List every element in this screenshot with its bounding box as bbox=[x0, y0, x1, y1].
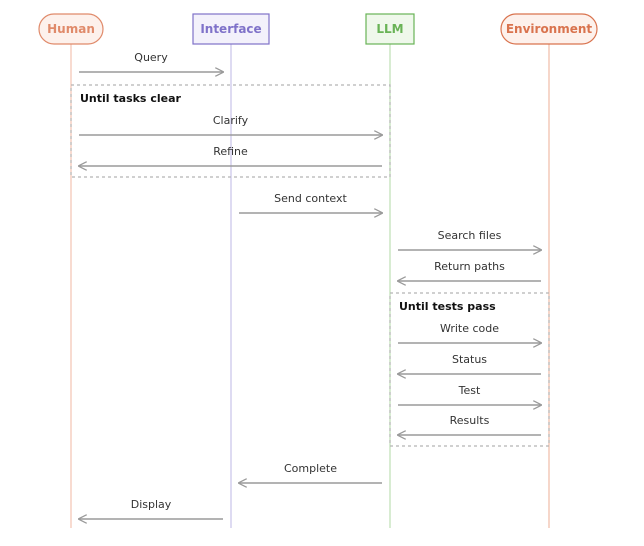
loop-frame-tasks-label: Until tasks clear bbox=[80, 92, 181, 105]
actor-interface: Interface bbox=[192, 13, 270, 45]
actor-interface-label: Interface bbox=[200, 22, 261, 36]
loop-frame-tasks-border bbox=[70, 84, 391, 178]
loop-frame-tests: Until tests pass bbox=[389, 292, 550, 447]
actor-environment: Environment bbox=[500, 13, 598, 45]
message-display: Display bbox=[79, 498, 223, 519]
actor-llm-box bbox=[365, 13, 415, 45]
actor-environment-box bbox=[500, 13, 598, 45]
loop-frame-tests-border bbox=[389, 292, 550, 447]
loop-frame-tests-label: Until tests pass bbox=[399, 300, 496, 313]
message-status: Status bbox=[398, 353, 541, 374]
messages: Query Clarify Refine Send context Search… bbox=[79, 51, 541, 519]
actor-human-box bbox=[38, 13, 104, 45]
message-refine-label: Refine bbox=[213, 145, 248, 158]
message-return-paths-label: Return paths bbox=[434, 260, 505, 273]
message-write-code-label: Write code bbox=[440, 322, 499, 335]
message-search-files-label: Search files bbox=[438, 229, 502, 242]
message-write-code: Write code bbox=[398, 322, 541, 343]
message-results-label: Results bbox=[450, 414, 490, 427]
message-status-label: Status bbox=[452, 353, 487, 366]
actor-human: Human bbox=[38, 13, 104, 45]
message-test: Test bbox=[398, 384, 541, 405]
message-complete-label: Complete bbox=[284, 462, 337, 475]
actor-human-label: Human bbox=[47, 22, 95, 36]
actor-llm: LLM bbox=[365, 13, 415, 45]
message-clarify: Clarify bbox=[79, 114, 382, 135]
message-results: Results bbox=[398, 414, 541, 435]
message-refine: Refine bbox=[79, 145, 382, 166]
message-complete: Complete bbox=[239, 462, 382, 483]
message-display-label: Display bbox=[131, 498, 172, 511]
message-query-label: Query bbox=[134, 51, 168, 64]
actor-environment-label: Environment bbox=[506, 22, 593, 36]
lifelines bbox=[70, 44, 550, 528]
message-query: Query bbox=[79, 51, 223, 72]
message-search-files: Search files bbox=[398, 229, 541, 250]
loop-frame-tasks: Until tasks clear bbox=[70, 84, 391, 178]
message-test-label: Test bbox=[458, 384, 481, 397]
message-send-context: Send context bbox=[239, 192, 382, 213]
message-send-context-label: Send context bbox=[274, 192, 347, 205]
actor-interface-box bbox=[192, 13, 270, 45]
message-clarify-label: Clarify bbox=[213, 114, 249, 127]
message-return-paths: Return paths bbox=[398, 260, 541, 281]
actor-llm-label: LLM bbox=[376, 22, 403, 36]
